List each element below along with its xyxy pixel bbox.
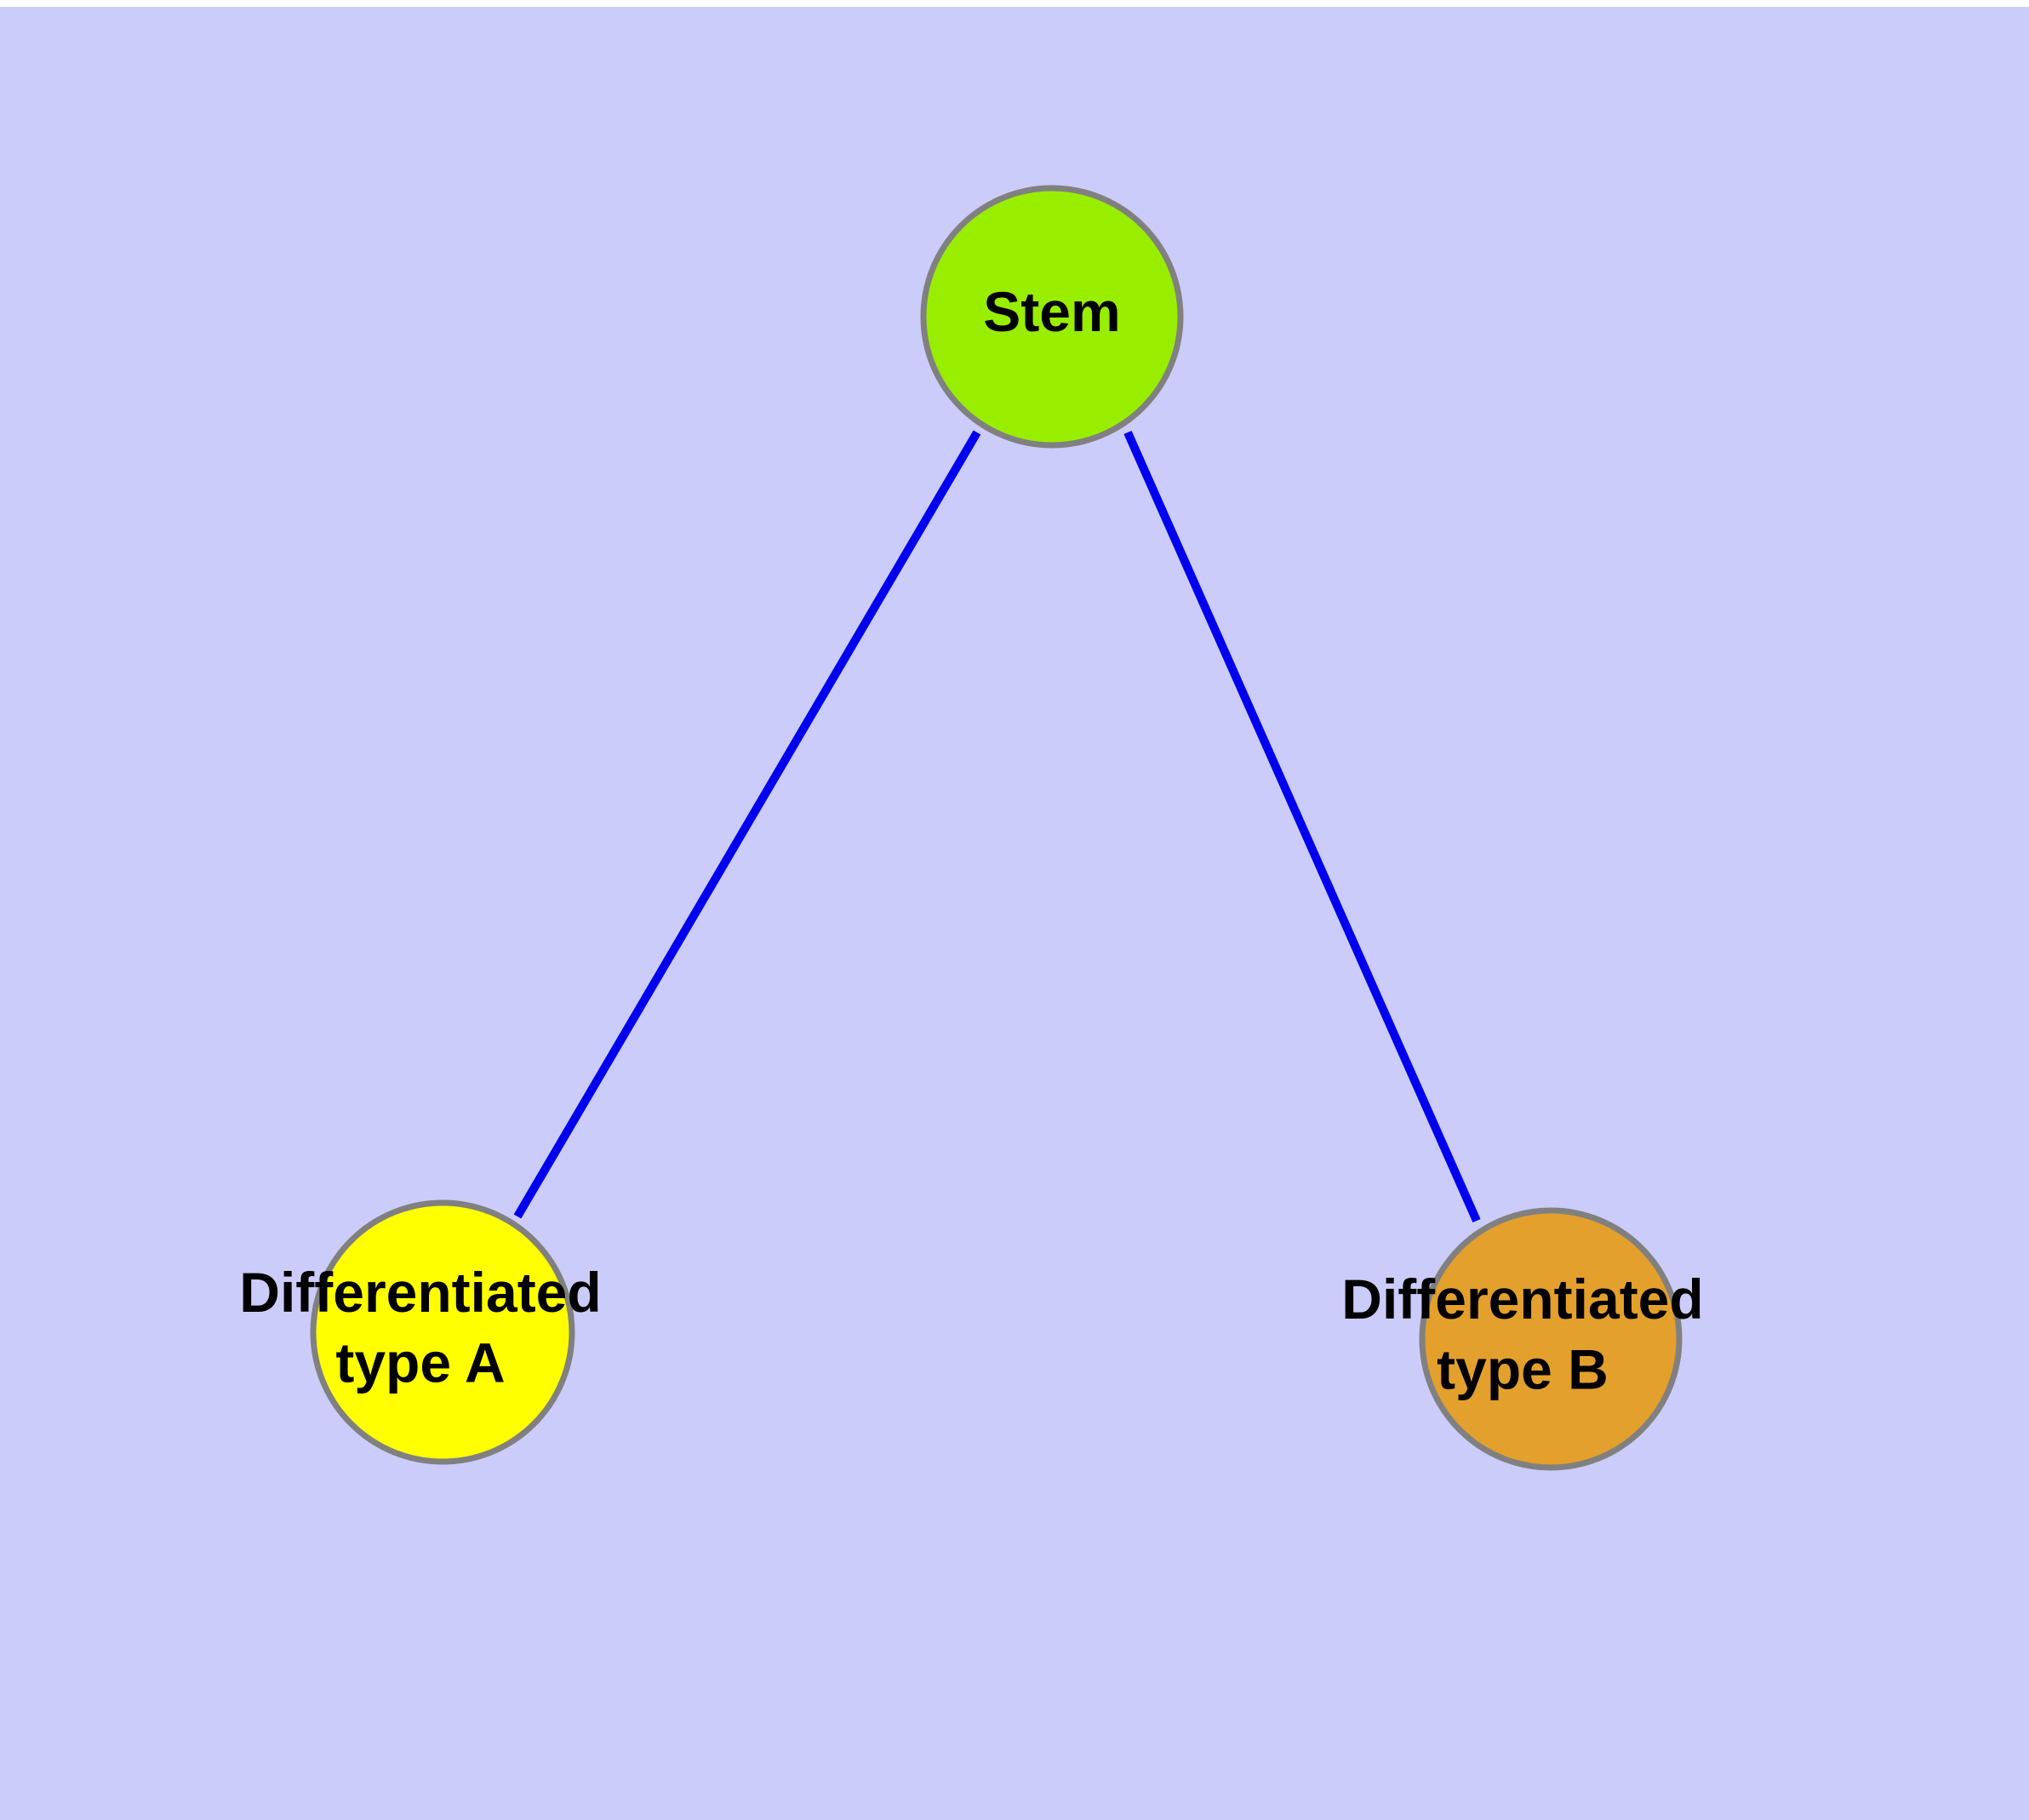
graph-node-stem[interactable] [920,185,1184,449]
node-label-diff_b: Differentiated type B [1341,1268,1703,1401]
node-label-diff_a: Differentiated type A [239,1261,601,1394]
node-label-line: type A [335,1331,505,1394]
graph-edge-stem-diff_b[interactable] [1123,430,1481,1223]
graph-node-diff_a[interactable] [310,1199,575,1465]
node-label-line: Stem [983,280,1120,343]
node-label-line: Differentiated [239,1261,601,1324]
node-label-line: type B [1437,1338,1609,1401]
node-label-line: Differentiated [1341,1268,1703,1331]
edges-layer [513,430,1481,1223]
node-label-stem: Stem [983,280,1120,343]
graph-edge-stem-diff_a[interactable] [513,430,981,1219]
graph-node-diff_b[interactable] [1419,1207,1683,1471]
nodes-layer [310,185,1683,1471]
